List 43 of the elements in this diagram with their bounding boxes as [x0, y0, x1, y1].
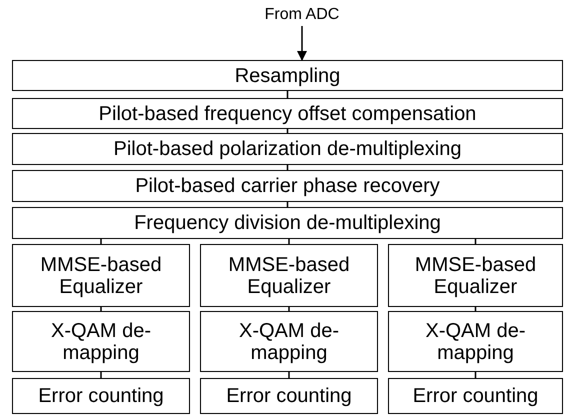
step-label: Resampling [234, 64, 340, 86]
step-label: X-QAM de-mapping [424, 320, 527, 364]
process-box [12, 378, 190, 414]
process-box [388, 244, 563, 307]
connector-line [474, 307, 476, 311]
process-box [12, 311, 190, 372]
step-label: X-QAM de-mapping [238, 320, 340, 364]
connector-line [474, 372, 476, 378]
connector-line [286, 202, 288, 207]
process-box [12, 133, 563, 165]
process-box [388, 378, 563, 414]
step-label: Error counting [38, 385, 164, 407]
connector-line [288, 307, 290, 311]
step-label: MMSE-based Equalizer [39, 254, 163, 298]
connector-line [286, 129, 288, 133]
step-label: Pilot-based carrier phase recovery [135, 175, 440, 197]
connector-line [286, 165, 288, 170]
step-label: Pilot-based polarization de-multiplexing [114, 138, 462, 160]
process-box [12, 207, 563, 239]
process-box [12, 170, 563, 202]
process-box [200, 378, 378, 414]
connector-line [100, 307, 102, 311]
process-box [12, 244, 190, 307]
step-label: Frequency division de-multiplexing [134, 212, 441, 234]
connector-line [288, 372, 290, 378]
connector-line [288, 239, 290, 244]
step-label: MMSE-based Equalizer [414, 254, 538, 298]
connector-line [286, 91, 288, 98]
connector-line [100, 372, 102, 378]
step-label: MMSE-based Equalizer [227, 254, 351, 298]
process-box [200, 244, 378, 307]
input-label: From ADC [255, 4, 349, 26]
step-label: Error counting [226, 385, 352, 407]
connector-line [474, 239, 476, 244]
connector-line [100, 239, 102, 244]
process-box [200, 311, 378, 372]
process-box [12, 60, 563, 91]
step-label: Pilot-based frequency offset compensation [98, 102, 476, 124]
step-label: X-QAM de-mapping [50, 320, 152, 364]
arrow [297, 26, 307, 61]
process-box [12, 98, 563, 129]
step-label: Error counting [412, 385, 538, 407]
process-box [388, 311, 563, 372]
